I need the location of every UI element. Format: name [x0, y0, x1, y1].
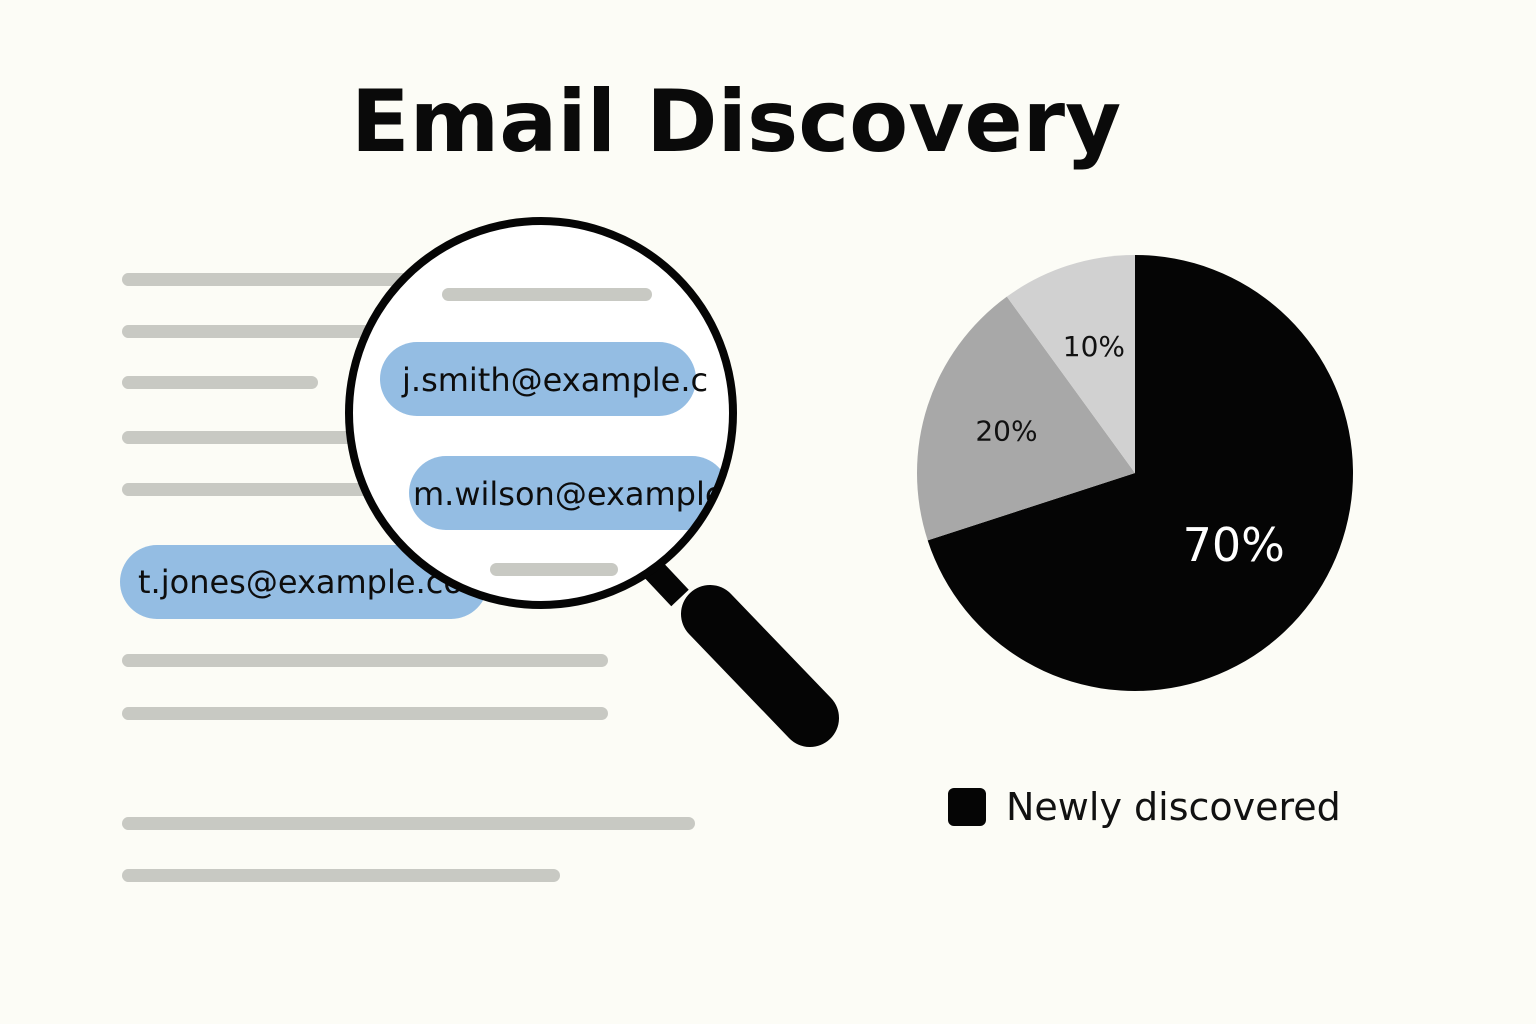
text-line [122, 654, 608, 667]
lens-rim [345, 217, 737, 609]
text-line [122, 707, 608, 720]
magnifier-handle [681, 585, 839, 747]
lens-content: j.smith@example.c m.wilson@example [380, 288, 729, 576]
legend-label: Newly discovered [1006, 785, 1341, 829]
email-text: j.smith@example.c [401, 361, 708, 399]
legend-swatch [948, 788, 986, 826]
text-line [122, 483, 372, 496]
pie-slice-label: 20% [975, 415, 1037, 448]
text-line [122, 325, 382, 338]
pie-slice [917, 296, 1135, 541]
text-line [122, 431, 362, 444]
text-line [122, 376, 318, 389]
email-pill [380, 342, 696, 416]
email-text: m.wilson@example [413, 475, 725, 513]
text-line [122, 273, 422, 286]
text-line [122, 817, 695, 830]
pie-slice [927, 255, 1353, 691]
pie-slice-label: 10% [1063, 330, 1125, 363]
text-line [122, 869, 560, 882]
email-text: t.jones@example.co [138, 563, 463, 601]
text-line [442, 288, 652, 301]
text-line [490, 563, 618, 576]
page-title: Email Discovery [350, 72, 1122, 172]
pie-slice-label: 70% [1183, 518, 1285, 572]
pie-chart: 70% 20% 10% [917, 255, 1353, 691]
chart-legend: Newly discovered [948, 784, 1341, 830]
magnifying-glass-icon: j.smith@example.c m.wilson@example [345, 217, 839, 747]
email-pill: t.jones@example.co [120, 545, 488, 619]
pie-slice [1006, 255, 1135, 473]
email-pill [409, 456, 729, 530]
